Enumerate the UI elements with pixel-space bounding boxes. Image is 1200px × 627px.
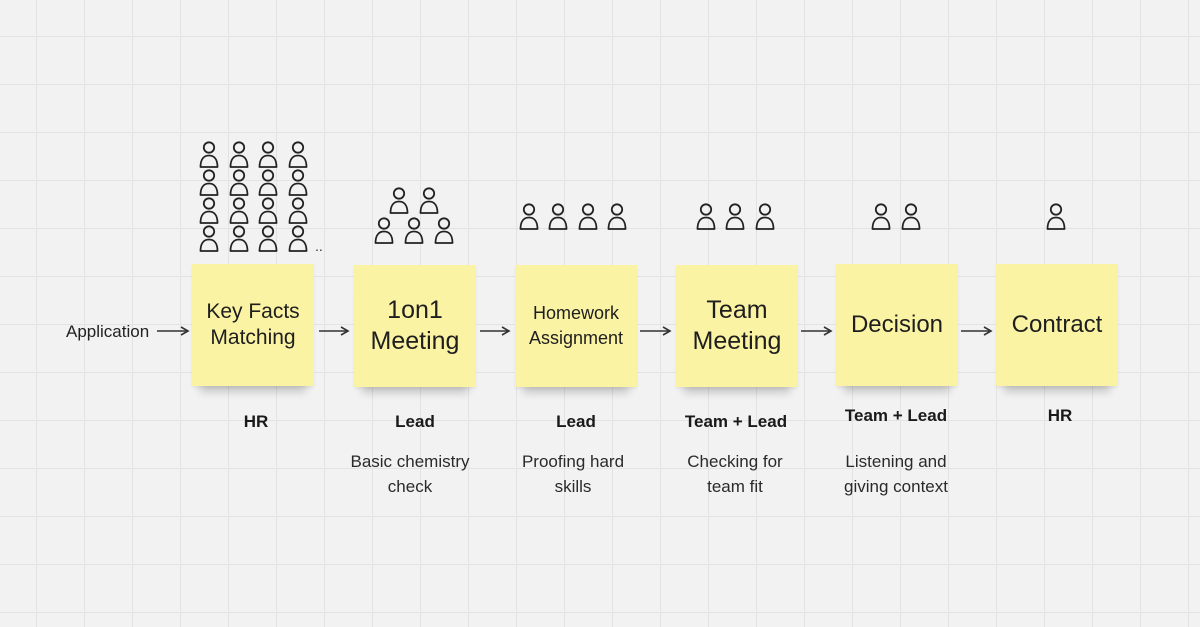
role-label: Team + Lead xyxy=(684,412,788,431)
step-sticky-team-meeting[interactable]: Team Meeting xyxy=(676,265,798,387)
person-icon xyxy=(577,202,599,232)
person-icon xyxy=(257,224,279,254)
step-title: Team Meeting xyxy=(692,295,782,355)
role-label: Lead xyxy=(395,412,435,431)
entry-label: Application xyxy=(66,322,150,341)
person-icon xyxy=(754,202,776,232)
step-description: Basic chemistry check xyxy=(350,452,470,496)
person-icon xyxy=(418,186,440,216)
person-icon xyxy=(403,216,425,246)
step-description: Proofing hard skills xyxy=(521,452,625,496)
person-icon xyxy=(695,202,717,232)
person-icon xyxy=(287,224,309,254)
role-label: HR xyxy=(243,412,269,431)
step-description: Listening and giving context xyxy=(844,452,948,496)
person-icon xyxy=(1045,202,1067,232)
role-label: Team + Lead xyxy=(844,406,948,425)
person-icon xyxy=(870,202,892,232)
more-participants-ellipsis: .. xyxy=(315,238,323,254)
person-icon xyxy=(228,196,250,226)
person-icon xyxy=(198,140,220,170)
step-title: 1on1 Meeting xyxy=(370,295,460,355)
person-icon xyxy=(198,224,220,254)
person-icon xyxy=(433,216,455,246)
step-sticky-key-facts[interactable]: Key Facts Matching xyxy=(192,264,314,386)
person-icon xyxy=(198,196,220,226)
person-icon xyxy=(198,168,220,198)
step-sticky-decision[interactable]: Decision xyxy=(836,264,958,386)
step-description: Checking for team fit xyxy=(687,452,783,496)
step-sticky-1on1[interactable]: 1on1 Meeting xyxy=(354,265,476,387)
person-icon xyxy=(606,202,628,232)
person-icon xyxy=(388,186,410,216)
step-title: Contract xyxy=(1011,311,1103,338)
step-sticky-homework[interactable]: Homework Assignment xyxy=(515,265,637,387)
role-label: Lead xyxy=(556,412,596,431)
person-icon xyxy=(900,202,922,232)
person-icon xyxy=(547,202,569,232)
step-title: Decision xyxy=(850,311,944,338)
person-icon xyxy=(287,196,309,226)
person-icon xyxy=(228,224,250,254)
person-icon xyxy=(287,140,309,170)
person-icon xyxy=(287,168,309,198)
person-icon xyxy=(228,140,250,170)
person-icon xyxy=(373,216,395,246)
role-label: HR xyxy=(1047,406,1073,425)
step-sticky-contract[interactable]: Contract xyxy=(996,264,1118,386)
person-icon xyxy=(257,140,279,170)
person-icon xyxy=(518,202,540,232)
person-icon xyxy=(724,202,746,232)
step-title: Key Facts Matching xyxy=(206,299,300,349)
step-title: Homework Assignment xyxy=(528,302,624,348)
person-icon xyxy=(257,168,279,198)
person-icon xyxy=(257,196,279,226)
person-icon xyxy=(228,168,250,198)
